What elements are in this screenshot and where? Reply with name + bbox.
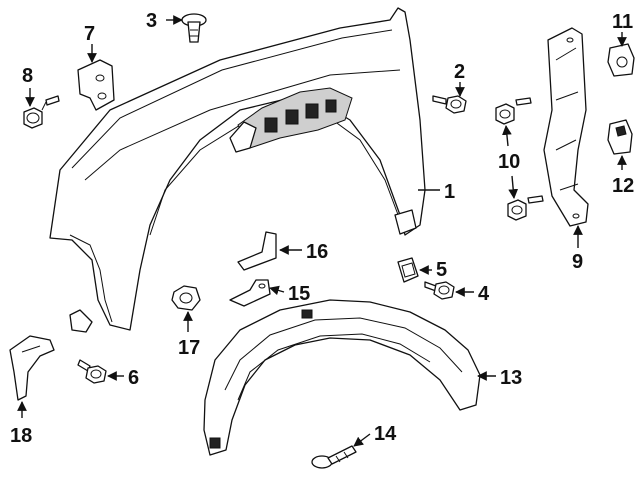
pin-3-part	[181, 13, 207, 43]
callout-9: 9	[572, 251, 583, 273]
bolt-10a-part	[495, 97, 532, 125]
callout-17: 17	[178, 337, 200, 359]
pin-14-part	[311, 445, 357, 469]
callout-10: 10	[498, 151, 520, 173]
bolt-10b-part	[507, 195, 544, 221]
callout-8: 8	[22, 65, 33, 87]
leader-10b	[508, 175, 519, 199]
callout-15: 15	[288, 283, 310, 305]
liner-13-part	[203, 299, 481, 456]
bolt-6-part	[77, 359, 107, 384]
callout-13: 13	[500, 367, 522, 389]
leader-14	[353, 433, 371, 447]
bracket-15-part	[229, 279, 271, 307]
callout-1: 1	[444, 181, 455, 203]
callout-4: 4	[478, 283, 490, 305]
bracket-9-part	[543, 27, 589, 227]
callout-16: 16	[306, 241, 328, 263]
callout-14: 14	[374, 423, 397, 445]
leader-15	[269, 285, 285, 296]
callout-12: 12	[612, 175, 634, 197]
callout-2: 2	[454, 61, 465, 83]
bolt-8-part	[23, 95, 60, 129]
pad-5-part	[397, 257, 419, 283]
nut-17-part	[171, 285, 201, 311]
callout-3: 3	[146, 10, 157, 32]
callout-5: 5	[436, 259, 447, 281]
bolt-2-part	[432, 95, 467, 114]
leader-10a	[502, 125, 512, 147]
bracket-7-part	[77, 59, 115, 111]
callout-18: 18	[10, 425, 32, 447]
bolt-4-part	[424, 281, 455, 300]
fender-part	[49, 7, 426, 333]
clip-12-part	[607, 119, 633, 155]
callout-6: 6	[128, 367, 139, 389]
callout-11: 11	[612, 11, 633, 33]
bracket-16-part	[237, 231, 277, 271]
clip-11-part	[607, 43, 635, 77]
callout-7: 7	[84, 23, 95, 45]
bracket-18-part	[9, 335, 55, 401]
